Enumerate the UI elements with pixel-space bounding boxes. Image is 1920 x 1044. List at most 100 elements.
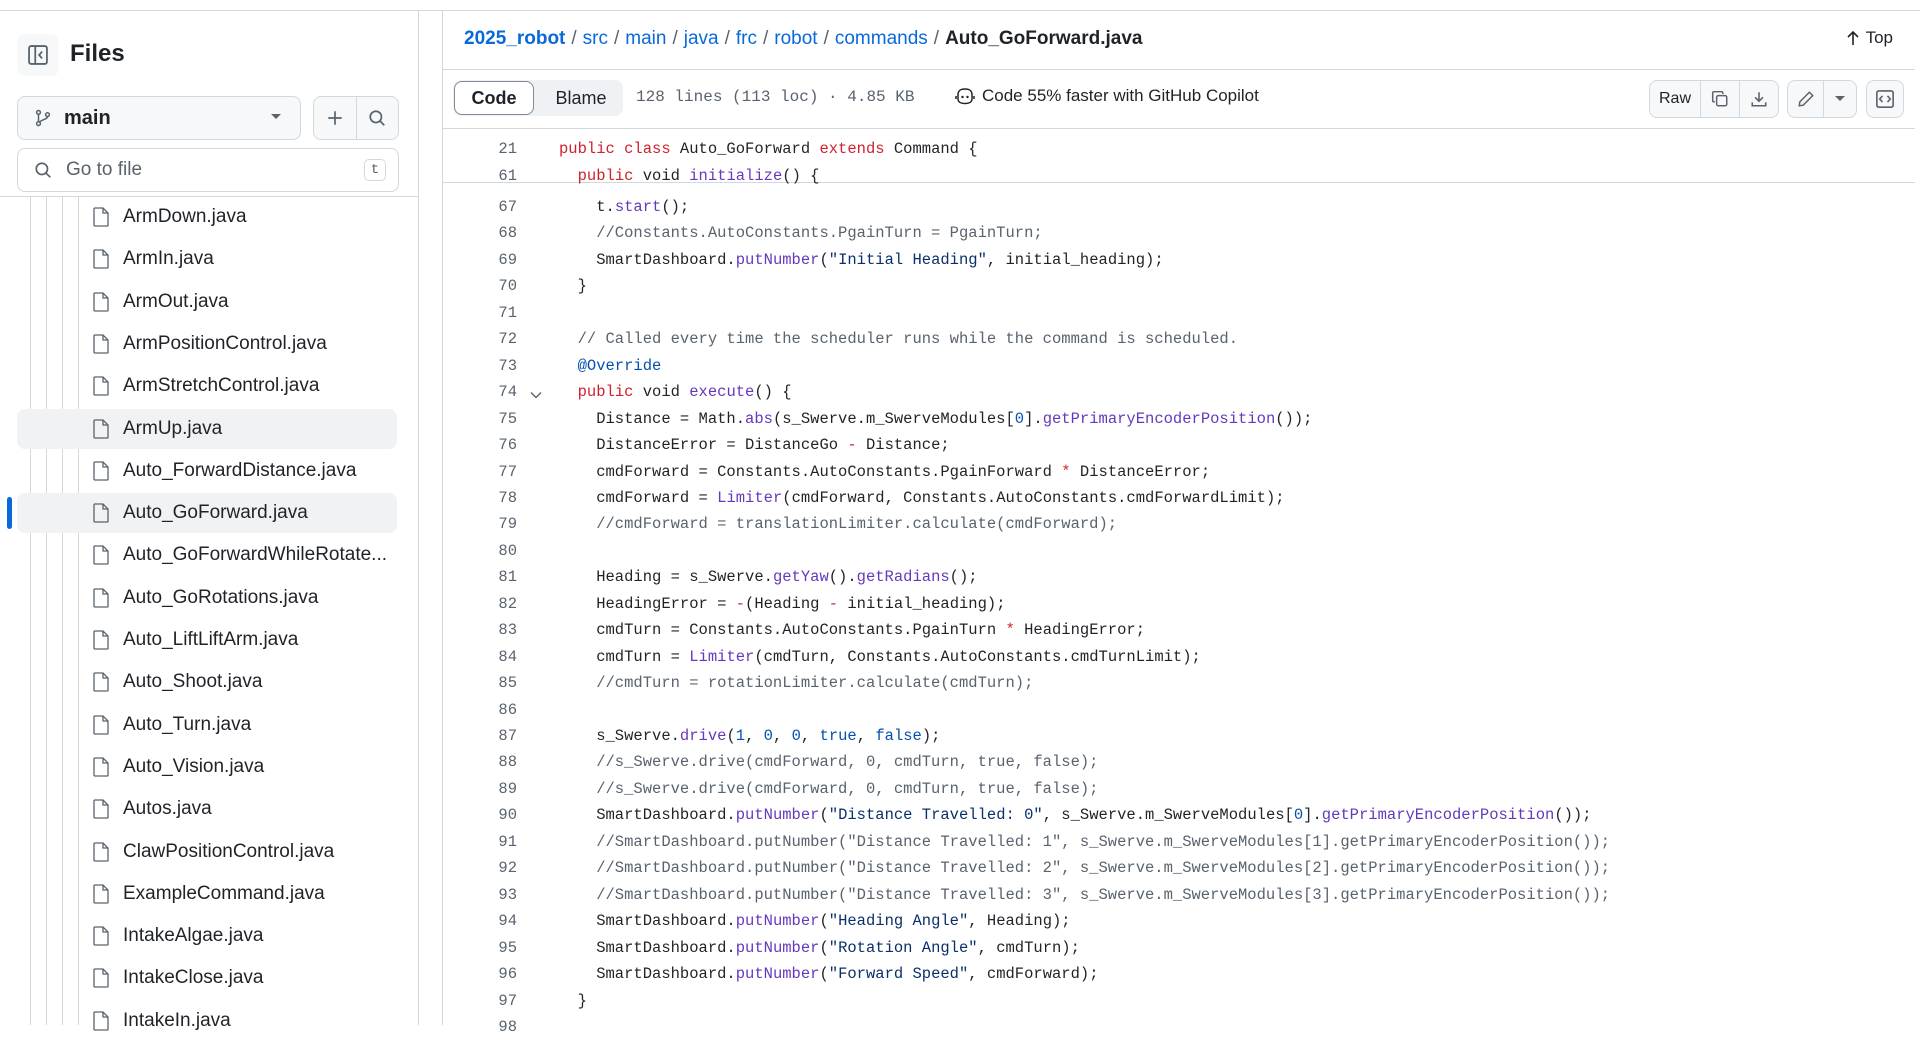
tree-item-file[interactable]: ArmOut.java xyxy=(17,282,397,322)
code-line: 79 //cmdForward = translationLimiter.cal… xyxy=(443,515,1915,541)
tree-item-file[interactable]: ArmIn.java xyxy=(17,239,397,279)
line-number[interactable]: 75 xyxy=(498,409,517,428)
line-number[interactable]: 93 xyxy=(498,885,517,904)
add-file-button[interactable] xyxy=(314,97,357,139)
breadcrumb-repo-link[interactable]: 2025_robot xyxy=(464,28,566,49)
line-number[interactable]: 83 xyxy=(498,621,517,640)
tree-item-file[interactable]: Auto_Turn.java xyxy=(17,705,397,745)
copy-raw-button[interactable] xyxy=(1701,81,1740,117)
line-number[interactable]: 95 xyxy=(498,938,517,957)
symbols-panel-button[interactable] xyxy=(1866,80,1904,118)
tree-item-file[interactable]: IntakeAlgae.java xyxy=(17,916,397,956)
line-number[interactable]: 77 xyxy=(498,462,517,481)
tree-item-label: ArmUp.java xyxy=(123,417,223,439)
search-files-button[interactable] xyxy=(357,97,399,139)
line-number[interactable]: 92 xyxy=(498,859,517,878)
tree-item-file[interactable]: ClawPositionControl.java xyxy=(17,832,397,872)
code-line: 74 public void execute() { xyxy=(443,383,1915,409)
code-token: putNumber xyxy=(735,250,820,269)
line-number[interactable]: 61 xyxy=(498,166,517,185)
code-line: 96 SmartDashboard.putNumber("Forward Spe… xyxy=(443,965,1915,991)
line-number[interactable]: 76 xyxy=(498,436,517,455)
line-number[interactable]: 89 xyxy=(498,779,517,798)
tree-item-file[interactable]: ExampleCommand.java xyxy=(17,874,397,914)
chevron-down-icon[interactable] xyxy=(529,388,543,402)
edit-options-button[interactable] xyxy=(1824,81,1856,117)
line-number[interactable]: 94 xyxy=(498,912,517,931)
breadcrumb-link[interactable]: robot xyxy=(774,28,818,49)
line-number[interactable]: 84 xyxy=(498,647,517,666)
line-number[interactable]: 73 xyxy=(498,356,517,375)
line-number[interactable]: 67 xyxy=(498,198,517,216)
line-number[interactable]: 91 xyxy=(498,832,517,851)
download-icon xyxy=(1751,92,1767,107)
line-number[interactable]: 70 xyxy=(498,277,517,296)
tree-item-file[interactable]: Autos.java xyxy=(17,789,397,829)
code-token: public xyxy=(577,166,643,185)
line-number[interactable]: 85 xyxy=(498,674,517,693)
line-number[interactable]: 86 xyxy=(498,700,517,719)
code-token: //cmdForward = translationLimiter.calcul… xyxy=(559,515,1118,534)
tree-item-file[interactable]: IntakeClose.java xyxy=(17,958,397,998)
line-number[interactable]: 90 xyxy=(498,806,517,825)
line-number[interactable]: 79 xyxy=(498,515,517,534)
code-tab[interactable]: Code xyxy=(454,81,534,115)
code-line: 90 SmartDashboard.putNumber("Distance Tr… xyxy=(443,806,1915,832)
tree-item-file[interactable]: Auto_GoForward.java xyxy=(17,493,397,534)
pencil-icon xyxy=(1798,91,1814,107)
copilot-promo-link[interactable]: Code 55% faster with GitHub Copilot xyxy=(955,86,1259,106)
line-number[interactable]: 98 xyxy=(498,1017,517,1036)
top-button[interactable]: Top xyxy=(1846,28,1893,48)
code-token: , cmdForward); xyxy=(968,965,1099,984)
tree-item-file[interactable]: ArmDown.java xyxy=(17,197,397,237)
breadcrumb-link[interactable]: commands xyxy=(834,28,928,49)
tree-item-file[interactable]: Auto_Shoot.java xyxy=(17,662,397,702)
tree-item-file[interactable]: Auto_LiftLiftArm.java xyxy=(17,620,397,660)
code-square-icon xyxy=(1876,90,1894,108)
line-number[interactable]: 88 xyxy=(498,753,517,772)
blame-tab[interactable]: Blame xyxy=(555,87,607,108)
line-number[interactable]: 80 xyxy=(498,541,517,560)
collapse-sidebar-button[interactable] xyxy=(17,34,59,76)
line-number[interactable]: 72 xyxy=(498,330,517,349)
tree-item-label: Auto_GoForwardWhileRotate... xyxy=(123,544,388,566)
tree-item-file[interactable]: Auto_Vision.java xyxy=(17,747,397,787)
edit-file-button[interactable] xyxy=(1788,81,1825,117)
git-branch-icon xyxy=(35,109,51,127)
code-line: 68 //Constants.AutoConstants.PgainTurn =… xyxy=(443,224,1915,250)
raw-button[interactable]: Raw xyxy=(1650,81,1701,117)
tree-item-file[interactable]: ArmStretchControl.java xyxy=(17,366,397,406)
line-number[interactable]: 81 xyxy=(498,568,517,587)
breadcrumb-link[interactable]: java xyxy=(683,28,719,49)
line-number[interactable]: 69 xyxy=(498,250,517,269)
download-button[interactable] xyxy=(1740,81,1778,117)
code-line: 92 //SmartDashboard.putNumber("Distance … xyxy=(443,859,1915,885)
tree-item-file[interactable]: Auto_GoRotations.java xyxy=(17,578,397,618)
breadcrumb-separator: / xyxy=(762,28,769,49)
line-number[interactable]: 74 xyxy=(498,383,517,402)
tree-item-file[interactable]: ArmPositionControl.java xyxy=(17,324,397,364)
branch-selector[interactable]: main xyxy=(17,96,301,140)
tree-item-file[interactable]: Auto_GoForwardWhileRotate... xyxy=(17,535,397,575)
breadcrumb-link[interactable]: frc xyxy=(735,28,757,49)
line-number[interactable]: 21 xyxy=(498,140,517,158)
tree-item-file[interactable]: IntakeIn.java xyxy=(17,1001,397,1041)
line-number[interactable]: 97 xyxy=(498,991,517,1010)
breadcrumb-link[interactable]: main xyxy=(625,28,667,49)
line-number[interactable]: 96 xyxy=(498,965,517,984)
line-number[interactable]: 68 xyxy=(498,224,517,243)
breadcrumb-link[interactable]: src xyxy=(582,28,608,49)
code-token: Auto_GoForward xyxy=(679,140,820,158)
line-number[interactable]: 82 xyxy=(498,594,517,613)
tree-item-file[interactable]: ArmUp.java xyxy=(17,408,397,449)
go-to-file-input[interactable] xyxy=(64,158,348,182)
line-number[interactable]: 87 xyxy=(498,727,517,745)
tree-item-file[interactable]: Auto_ForwardDistance.java xyxy=(17,451,397,491)
code-token: * xyxy=(1061,462,1071,481)
line-number[interactable]: 71 xyxy=(498,303,517,322)
top-bar xyxy=(0,0,1920,11)
go-to-file-field[interactable]: t xyxy=(17,148,399,192)
line-number[interactable]: 78 xyxy=(498,488,517,507)
code-text: Distance = Math.abs(s_Swerve.m_SwerveMod… xyxy=(559,410,1312,428)
